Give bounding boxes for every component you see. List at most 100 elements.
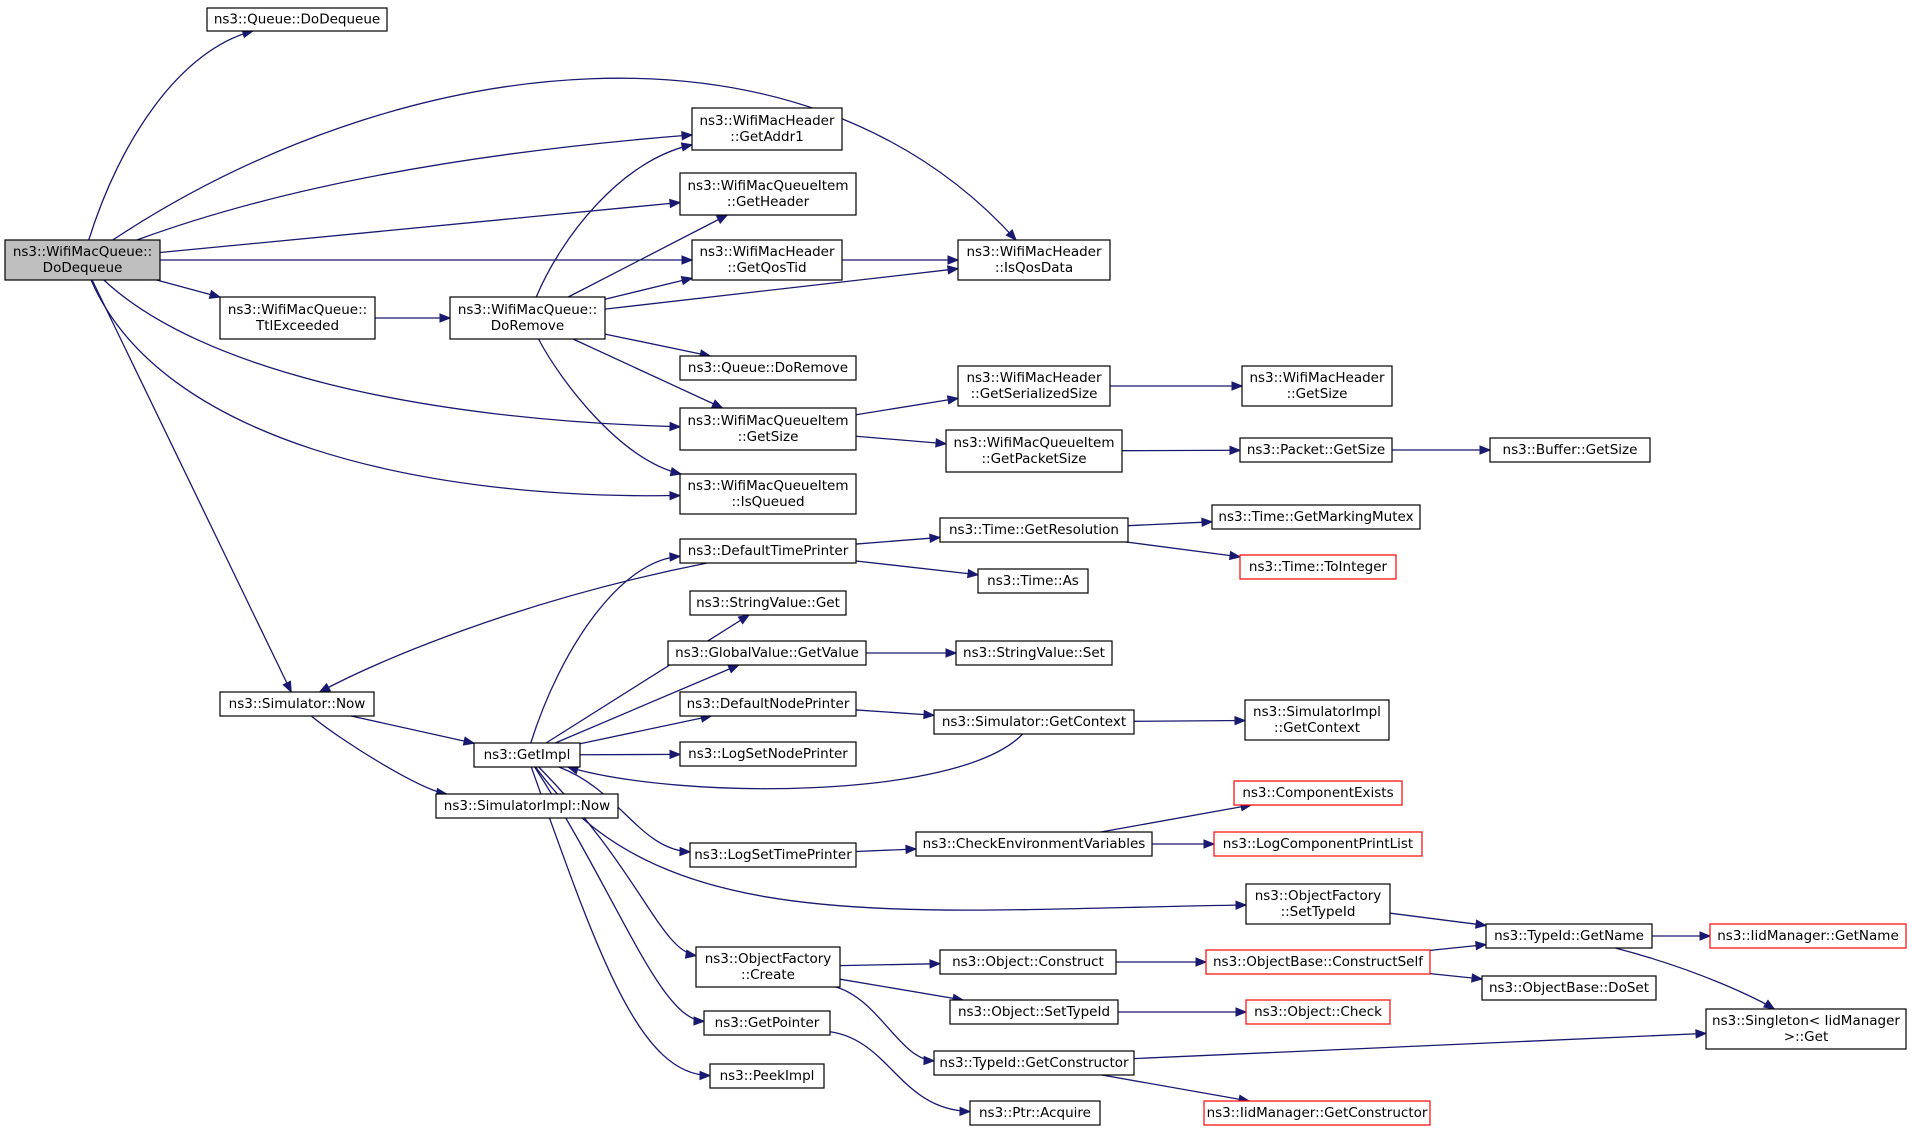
node-label: ns3::Time::GetResolution bbox=[949, 522, 1119, 538]
node-label: ::SetTypeId bbox=[1281, 904, 1356, 920]
node-ptr-acquire[interactable]: ns3::Ptr::Acquire bbox=[969, 1100, 1101, 1126]
node-box bbox=[933, 1050, 1135, 1076]
node-wh-getserializedsize[interactable]: ns3::WifiMacHeader::GetSerializedSize bbox=[957, 365, 1111, 407]
node-getimpl[interactable]: ns3::GetImpl bbox=[473, 742, 581, 768]
arrowhead bbox=[1234, 715, 1247, 726]
node-label: ns3::WifiMacHeader bbox=[699, 244, 835, 260]
node-label: ns3::Simulator::GetContext bbox=[942, 714, 1126, 730]
node-q-dodequeue[interactable]: ns3::Queue::DoDequeue bbox=[206, 7, 388, 32]
node-objfactory-settypeid[interactable]: ns3::ObjectFactory::SetTypeId bbox=[1245, 883, 1391, 925]
node-default-time-printer[interactable]: ns3::DefaultTimePrinter bbox=[679, 538, 857, 564]
node-label: ns3::Singleton< IidManager bbox=[1712, 1013, 1900, 1029]
node-logsetnodeprinter[interactable]: ns3::LogSetNodePrinter bbox=[679, 741, 857, 767]
node-simimpl-getcontext[interactable]: ns3::SimulatorImpl::GetContext bbox=[1244, 699, 1390, 741]
arrowhead bbox=[737, 614, 751, 625]
node-wqi-getpacketsize[interactable]: ns3::WifiMacQueueItem::GetPacketSize bbox=[945, 429, 1123, 473]
arrowhead bbox=[669, 421, 682, 432]
node-label: ::GetSize bbox=[738, 429, 799, 445]
arrowhead bbox=[681, 255, 694, 265]
node-box bbox=[679, 407, 857, 451]
node-peekimpl[interactable]: ns3::PeekImpl bbox=[709, 1063, 825, 1089]
node-time-getmarkingmutex[interactable]: ns3::Time::GetMarkingMutex bbox=[1211, 504, 1421, 530]
node-box bbox=[689, 590, 847, 616]
arrowhead bbox=[693, 1016, 706, 1026]
node-wh-getqostid[interactable]: ns3::WifiMacHeader::GetQosTid bbox=[691, 239, 843, 281]
node-wqi-getsize[interactable]: ns3::WifiMacQueueItem::GetSize bbox=[679, 407, 857, 451]
node-buffer-getsize[interactable]: ns3::Buffer::GetSize bbox=[1489, 437, 1651, 463]
node-simimpl-now[interactable]: ns3::SimulatorImpl::Now bbox=[435, 793, 619, 819]
node-box bbox=[1233, 780, 1403, 806]
node-logsettimeprinter[interactable]: ns3::LogSetTimePrinter bbox=[689, 842, 857, 868]
node-logcomponentprintlist[interactable]: ns3::LogComponentPrintList bbox=[1213, 831, 1423, 857]
node-getpointer[interactable]: ns3::GetPointer bbox=[703, 1010, 831, 1036]
node-box bbox=[949, 999, 1119, 1025]
arrowhead bbox=[923, 709, 936, 720]
node-checkenvvars[interactable]: ns3::CheckEnvironmentVariables bbox=[915, 831, 1153, 857]
node-box bbox=[689, 842, 857, 868]
node-time-as[interactable]: ns3::Time::As bbox=[977, 568, 1089, 594]
node-objectbase-constructself[interactable]: ns3::ObjectBase::ConstructSelf bbox=[1205, 949, 1431, 975]
node-wh-getaddr1[interactable]: ns3::WifiMacHeader::GetAddr1 bbox=[691, 107, 843, 151]
edge-wq_dodequeue-to-wq_ttlexceeded bbox=[156, 279, 222, 299]
edge-wq_doremove-to-wqi_isqueued bbox=[537, 338, 683, 477]
arrowhead bbox=[1229, 445, 1242, 456]
node-wh-isqosdata[interactable]: ns3::WifiMacHeader::IsQosData bbox=[957, 239, 1111, 281]
edge-wh_getserializedsize-to-wh_getsize bbox=[1110, 381, 1244, 391]
node-box bbox=[1245, 999, 1391, 1025]
node-object-settypeid[interactable]: ns3::Object::SetTypeId bbox=[949, 999, 1119, 1025]
edge-typeid_getconstructor-to-singleton_get bbox=[1133, 1029, 1708, 1060]
node-box bbox=[679, 741, 857, 767]
node-time-tointeger[interactable]: ns3::Time::ToInteger bbox=[1239, 554, 1397, 580]
node-label: >::Get bbox=[1784, 1029, 1828, 1045]
node-label: ns3::Time::GetMarkingMutex bbox=[1218, 509, 1413, 525]
node-default-node-printer[interactable]: ns3::DefaultNodePrinter bbox=[679, 691, 857, 717]
edge-simulator_getcontext-to-simimpl_getcontext bbox=[1133, 715, 1247, 726]
node-label: ns3::ObjectFactory bbox=[1255, 888, 1382, 904]
node-wqi-getheader[interactable]: ns3::WifiMacQueueItem::GetHeader bbox=[679, 172, 857, 216]
arrowhead bbox=[669, 198, 682, 209]
node-packet-getsize[interactable]: ns3::Packet::GetSize bbox=[1239, 437, 1393, 463]
node-iidmanager-getconstructor[interactable]: ns3::IidManager::GetConstructor bbox=[1203, 1100, 1431, 1126]
node-singleton-get[interactable]: ns3::Singleton< IidManager>::Get bbox=[1705, 1008, 1907, 1050]
node-object-construct[interactable]: ns3::Object::Construct bbox=[939, 949, 1117, 975]
node-objfactory-create[interactable]: ns3::ObjectFactory::Create bbox=[695, 946, 841, 988]
node-label: ns3::Packet::GetSize bbox=[1247, 442, 1385, 458]
edge-default_time_printer-to-time_getresolution bbox=[855, 533, 942, 545]
node-box bbox=[206, 7, 388, 32]
edge-objfactory_create-to-typeid_getconstructor bbox=[835, 986, 936, 1066]
node-object-check[interactable]: ns3::Object::Check bbox=[1245, 999, 1391, 1025]
arrowhead bbox=[679, 846, 692, 857]
node-box bbox=[977, 568, 1089, 594]
node-wqi-isqueued[interactable]: ns3::WifiMacQueueItem::IsQueued bbox=[679, 473, 857, 515]
node-label: ns3::DefaultTimePrinter bbox=[688, 543, 849, 559]
node-label: ns3::Simulator::Now bbox=[229, 696, 366, 712]
node-box bbox=[1211, 504, 1421, 530]
edge-wh_getqostid-to-wh_isqosdata bbox=[842, 255, 960, 265]
node-typeid-getname[interactable]: ns3::TypeId::GetName bbox=[1485, 923, 1653, 949]
arrowhead bbox=[1762, 999, 1776, 1010]
node-time-getresolution[interactable]: ns3::Time::GetResolution bbox=[939, 517, 1129, 543]
node-objectbase-doset[interactable]: ns3::ObjectBase::DoSet bbox=[1481, 975, 1657, 1001]
arrowhead bbox=[1479, 445, 1492, 455]
node-stringvalue-set[interactable]: ns3::StringValue::Set bbox=[955, 640, 1113, 666]
node-wh-getsize[interactable]: ns3::WifiMacHeader::GetSize bbox=[1241, 365, 1393, 407]
node-box bbox=[695, 946, 841, 988]
node-globalvalue-getvalue[interactable]: ns3::GlobalValue::GetValue bbox=[667, 640, 867, 666]
node-wq-ttlexceeded[interactable]: ns3::WifiMacQueue::TtlExceeded bbox=[219, 296, 376, 340]
node-typeid-getconstructor[interactable]: ns3::TypeId::GetConstructor bbox=[933, 1050, 1135, 1076]
arrowhead bbox=[1005, 229, 1017, 242]
node-label: ns3::Object::SetTypeId bbox=[958, 1004, 1110, 1020]
node-wq-dodequeue[interactable]: ns3::WifiMacQueue::DoDequeue bbox=[4, 239, 161, 281]
node-q-doremove[interactable]: ns3::Queue::DoRemove bbox=[679, 355, 857, 381]
node-simulator-now[interactable]: ns3::Simulator::Now bbox=[219, 691, 375, 717]
node-label: ns3::WifiMacQueue:: bbox=[228, 302, 367, 318]
node-simulator-getcontext[interactable]: ns3::Simulator::GetContext bbox=[933, 709, 1135, 735]
node-label: ns3::WifiMacQueue:: bbox=[458, 302, 597, 318]
node-wq-doremove[interactable]: ns3::WifiMacQueue::DoRemove bbox=[449, 296, 606, 340]
edge-getimpl-to-default_node_printer bbox=[579, 713, 713, 745]
node-stringvalue-get[interactable]: ns3::StringValue::Get bbox=[689, 590, 847, 616]
node-componentexists[interactable]: ns3::ComponentExists bbox=[1233, 780, 1403, 806]
node-iidmanager-getname[interactable]: ns3::IidManager::GetName bbox=[1709, 923, 1907, 949]
node-label: ns3::ObjectBase::ConstructSelf bbox=[1213, 954, 1424, 970]
